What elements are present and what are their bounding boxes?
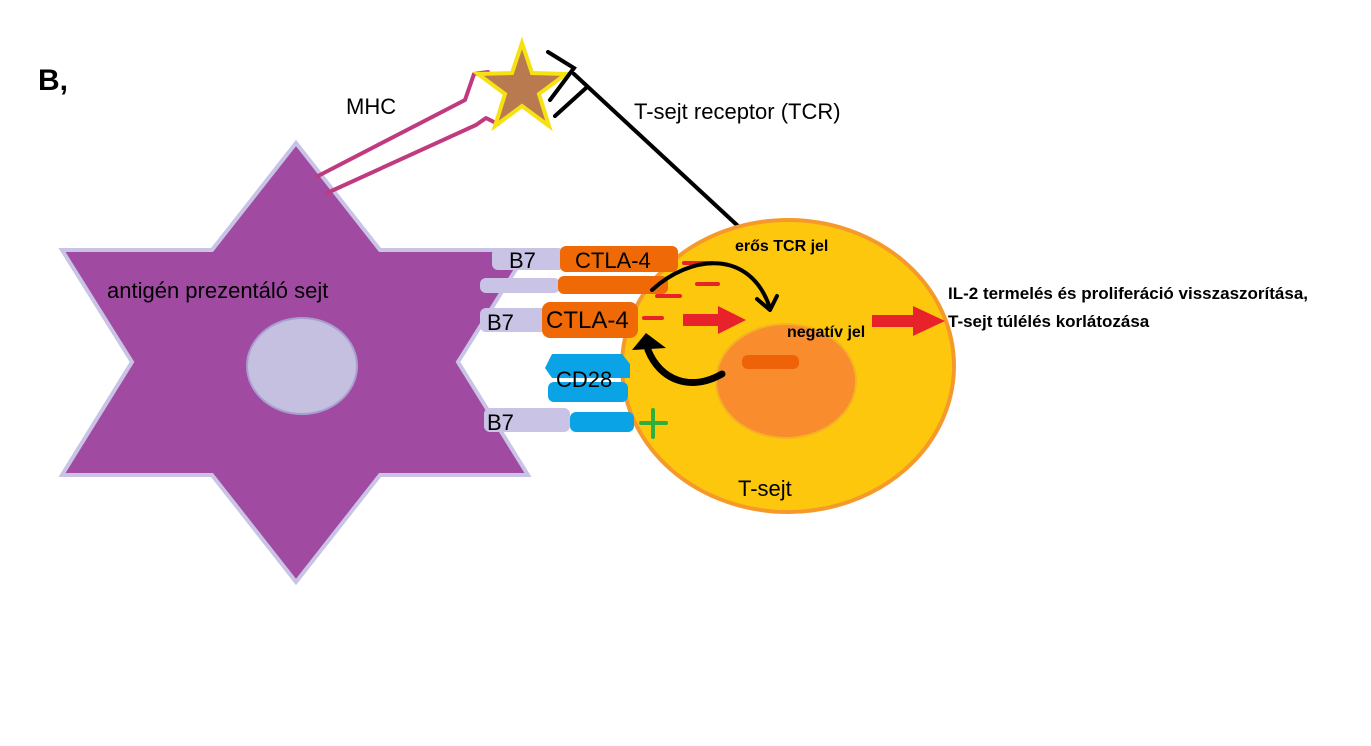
feedback-curve-arrow xyxy=(632,333,726,386)
mhc-molecule xyxy=(316,70,500,195)
signal-curve-arrow xyxy=(650,261,779,312)
b7-mid-label: B7 xyxy=(487,310,514,335)
ctla4-top-label: CTLA-4 xyxy=(575,248,651,273)
tcr-molecule xyxy=(546,50,740,228)
b7-second xyxy=(480,278,560,293)
ctla4-top-base xyxy=(558,276,668,294)
cd28-bottom xyxy=(570,412,634,432)
outcome-arrow xyxy=(872,306,945,336)
b7-bottom xyxy=(484,408,570,432)
cd28-label: CD28 xyxy=(556,367,612,392)
ctla4-mid xyxy=(542,302,638,338)
t-cell-label: T-sejt xyxy=(738,476,792,501)
apc-label: antigén prezentáló sejt xyxy=(107,278,328,303)
outcome-line2: T-sejt túlélés korlátozása xyxy=(948,312,1150,331)
ctla4-mid-label: CTLA-4 xyxy=(546,307,629,334)
strong-tcr-signal-label: erős TCR jel xyxy=(735,238,828,255)
b7-top-label: B7 xyxy=(509,248,536,273)
positive-sign xyxy=(639,408,668,439)
cd28-lower xyxy=(548,382,628,402)
b7-top xyxy=(492,248,564,270)
tcr-label: T-sejt receptor (TCR) xyxy=(634,99,841,124)
outcome-line1: IL-2 termelés és proliferáció visszaszor… xyxy=(948,284,1308,303)
cd28-upper xyxy=(545,354,630,378)
negative-signal-arrow xyxy=(683,306,746,334)
mhc-label: MHC xyxy=(346,94,396,119)
b7-mid xyxy=(480,308,558,332)
panel-label: B, xyxy=(38,64,68,97)
antigen-star xyxy=(472,36,572,132)
apc-nucleus xyxy=(246,317,358,415)
b7-bottom-label: B7 xyxy=(487,410,514,435)
t-cell-nucleus xyxy=(715,323,857,439)
nucleus-negative-sign xyxy=(742,355,799,369)
ctla4-top xyxy=(560,246,678,272)
negative-signal-label: negatív jel xyxy=(787,324,865,341)
